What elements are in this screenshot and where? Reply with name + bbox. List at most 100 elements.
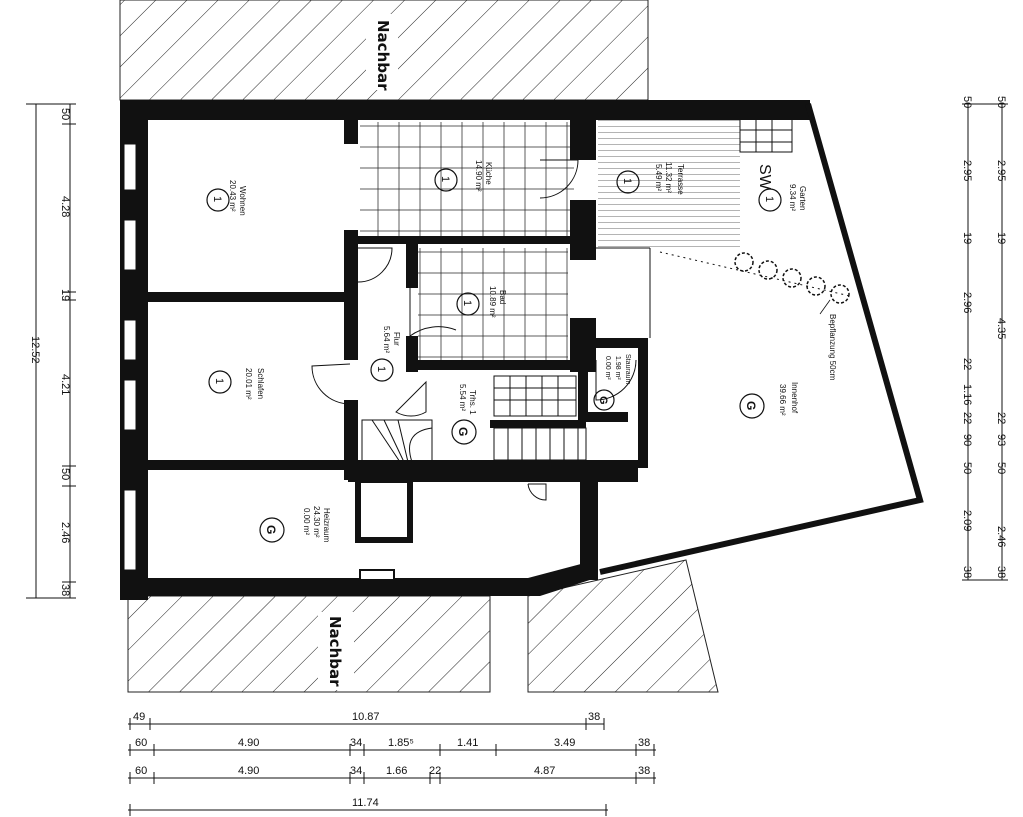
dim-right-label: 2.09 — [961, 510, 973, 531]
terrace-deck — [598, 120, 740, 250]
room-abstell: Stauraum 1.98 m² 0.00 m² G — [593, 354, 631, 411]
dim-left-total: 12.52 — [29, 336, 41, 364]
stairs-spiral — [361, 419, 433, 463]
room-innenhof: Innenhof 39.66 m² G — [739, 382, 799, 419]
room-area: 5.54 m² — [458, 384, 467, 411]
dim-right-label: 2.46 — [995, 526, 1007, 547]
dim-right-inner-labels: 50 2.95 19 2.96 22 1.16 22 90 50 2.09 38 — [961, 96, 973, 578]
dim-right-label: 22 — [961, 412, 973, 424]
room-marker: 1 — [439, 176, 451, 182]
neighbor-bottom — [127, 559, 719, 693]
room-name: Trhs. 1 — [468, 390, 477, 415]
room-name: Innenhof — [790, 382, 799, 414]
dim-left-label: 50 — [59, 108, 71, 120]
dim-right-label: 90 — [961, 434, 973, 446]
dim-bottom-label: 60 — [135, 737, 147, 749]
dim-bottom-labels: 49 10.87 38 60 4.90 34 1.85⁵ 1.41 3.49 3… — [133, 711, 650, 809]
stairs-garden — [739, 117, 793, 153]
dim-bottom-total: 11.74 — [352, 797, 379, 809]
dim-bottom-label: 3.49 — [554, 737, 575, 749]
dim-right-label: 22 — [961, 358, 973, 370]
dim-bottom-label: 4.90 — [238, 765, 259, 777]
courtyard-boundary — [599, 103, 924, 575]
dim-bottom-label: 10.87 — [352, 711, 380, 723]
dim-bottom-label: 4.87 — [534, 765, 555, 777]
room-name: Stauraum — [624, 354, 631, 385]
dim-right-label: 2.96 — [961, 292, 973, 313]
room-area: 10.89 m² — [488, 286, 497, 318]
room-name: Garten — [798, 186, 807, 210]
dim-right-label: 1.16 — [961, 384, 973, 405]
room-garten: Garten 9.34 m² 1 SW — [756, 164, 807, 212]
dim-right-label: 50 — [995, 96, 1007, 108]
room-name: Heizraum — [322, 508, 331, 543]
dim-left-label: 2.46 — [59, 522, 71, 543]
room-area: 20.01 m² — [244, 368, 253, 400]
dim-bottom-label: 38 — [638, 765, 650, 777]
dim-bottom-label: 1.41 — [457, 737, 478, 749]
room-flur: Flur 5.64 m² 1 — [370, 326, 401, 382]
kitchen-tiles — [360, 122, 574, 240]
room-name: Terrasse — [676, 164, 685, 195]
room-marker: 1 — [211, 196, 223, 202]
planting-label: Bepflanzung 50cm — [828, 314, 837, 381]
dim-bottom-label: 38 — [638, 737, 650, 749]
room-marker: G — [597, 396, 609, 405]
bath-tiles — [418, 248, 568, 360]
room-marker: 1 — [213, 378, 225, 384]
dim-right-label: 2.95 — [995, 160, 1007, 181]
dim-left — [26, 103, 76, 599]
dim-bottom-label: 4.90 — [238, 737, 259, 749]
planting-row — [659, 251, 851, 315]
neighbor-top-label: Nachbar — [374, 20, 392, 91]
room-area: 9.34 m² — [788, 184, 797, 211]
dim-right-label: 38 — [961, 566, 973, 578]
room-area: 20.43 m² — [228, 180, 237, 212]
dim-left-labels: 50 4.28 19 4.21 50 2.46 38 12.52 — [29, 108, 71, 596]
dim-bottom-label: 34 — [350, 765, 362, 777]
room-heizraum: Heizraum 24.30 m² 0.00 m² G — [259, 506, 331, 543]
dim-left-label: 19 — [59, 289, 71, 301]
stairs-main — [493, 375, 587, 461]
room-trh: Trhs. 1 5.54 m² G — [451, 384, 477, 445]
dim-left-label: 4.21 — [59, 374, 71, 395]
dim-right-label: 50 — [961, 462, 973, 474]
dim-right-label: 50 — [961, 96, 973, 108]
room-area: 39.66 m² — [778, 384, 787, 416]
dim-left-label: 50 — [59, 468, 71, 480]
room-name: Wohnen — [238, 186, 247, 216]
dim-bottom-label: 38 — [588, 711, 600, 723]
room-area: 14.90 m² — [474, 160, 483, 192]
room-area2: 5.49 m² — [654, 164, 663, 191]
room-area1: 24.30 m² — [312, 506, 321, 538]
dim-right — [962, 103, 1008, 581]
room-name: Küche — [484, 162, 493, 185]
left-windows — [123, 143, 137, 571]
dim-bottom-label: 22 — [429, 765, 441, 777]
room-terrasse: Terrasse 11.32 m² 5.49 m² 1 — [616, 162, 685, 195]
dim-bottom — [128, 718, 656, 816]
dim-right-label: 22 — [995, 412, 1007, 424]
neighbor-bottom-label: Nachbar — [326, 616, 344, 687]
room-area: 5.64 m² — [382, 326, 391, 353]
dim-right-label: 2.95 — [961, 160, 973, 181]
room-area2: 0.00 m² — [302, 508, 311, 535]
room-wohnen: Wohnen 20.43 m² 1 — [206, 180, 247, 216]
room-name: Schlafen — [256, 368, 265, 399]
interior-walls — [148, 120, 648, 581]
dim-right-label: 93 — [995, 434, 1007, 446]
room-area2: 0.00 m² — [604, 356, 611, 380]
dim-right-label: 50 — [995, 462, 1007, 474]
room-marker: G — [456, 427, 470, 436]
dim-left-label: 38 — [59, 584, 71, 596]
dim-right-label: 19 — [961, 232, 973, 244]
door-swings — [311, 159, 651, 501]
room-area1: 11.32 m² — [664, 162, 673, 193]
room-marker: 1 — [461, 300, 473, 306]
garden-symbol: SW — [756, 164, 773, 191]
dim-right-outer-labels: 50 2.95 19 4.35 22 93 50 2.46 38 — [995, 96, 1007, 578]
room-marker: G — [744, 401, 758, 410]
dim-right-label: 19 — [995, 232, 1007, 244]
room-name: Bad — [498, 290, 507, 304]
